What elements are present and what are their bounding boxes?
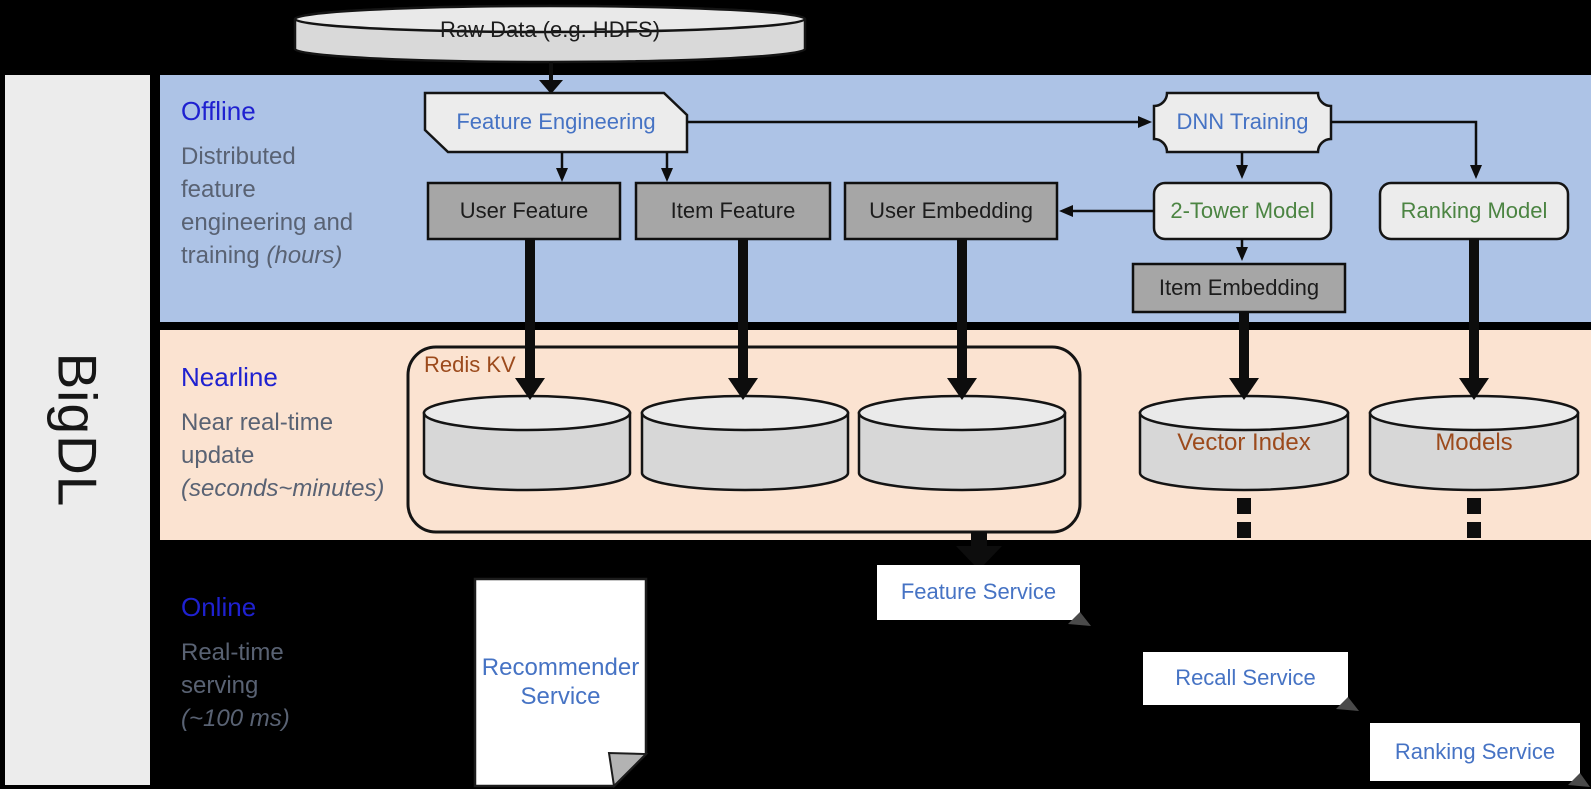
item-embedding-label: Item Embedding: [1158, 274, 1320, 300]
feature-engineering-shape: [423, 91, 689, 154]
feature-service-card: [877, 565, 1091, 626]
dnn-training-label: DNN Training: [1176, 109, 1309, 135]
user-embedding-label: User Embedding: [869, 197, 1033, 223]
raw-data-label: Raw Data (e.g. HDFS): [439, 16, 661, 42]
kv-cylinder-3: [857, 394, 1067, 492]
arrow-item-embedding-to-vector-index: [1229, 312, 1259, 400]
vector-index-label: Vector Index: [1177, 428, 1311, 456]
arrow-ranking-model-to-models: [1459, 239, 1489, 400]
offline-lane-description: Distributed feature engineering and trai…: [181, 143, 354, 269]
redis-kv-label: Redis KV: [424, 352, 516, 377]
user-feature-label: User Feature: [459, 197, 589, 223]
recall-service-card: [1143, 652, 1359, 711]
card-fold-corner: [1568, 773, 1590, 787]
arrow-user-feature-to-kv: [515, 239, 545, 400]
arrow-rawdata-to-feature-engineering: [539, 62, 563, 94]
recommender-service-document: [473, 577, 649, 789]
dnn-training-shape: [1152, 91, 1333, 154]
vector-index-dashed-connector: [1237, 498, 1251, 538]
feature-engineering-label: Feature Engineering: [456, 109, 656, 135]
recall-service-label: Recall Service: [1175, 665, 1316, 691]
arrow-kv-to-feature-service: [956, 532, 1002, 570]
ranking-model-label: Ranking Model: [1400, 197, 1548, 223]
nearline-lane-title: Nearline: [181, 362, 278, 392]
item-feature-box: [634, 181, 832, 241]
ranking-service-card: [1370, 723, 1590, 787]
item-embedding-box: [1131, 262, 1347, 314]
nearline-lane-description: Near real-time update (seconds~minutes): [181, 409, 385, 502]
document-fold-corner: [607, 751, 649, 789]
card-fold-corner: [1336, 697, 1359, 711]
two-tower-model-label: 2-Tower Model: [1170, 197, 1315, 223]
thick-pipeline-arrows: [515, 239, 1489, 400]
arrow-item-feature-to-kv: [728, 239, 758, 400]
models-label: Models: [1435, 428, 1513, 456]
ranking-service-label: Ranking Service: [1394, 738, 1556, 764]
models-cylinder: [1368, 394, 1580, 492]
offline-lane-title: Offline: [181, 96, 256, 126]
bigdl-sidebar: BigDL: [5, 75, 150, 785]
online-lane-description: Real-time serving (~100 ms): [181, 639, 290, 732]
user-embedding-box: [843, 181, 1059, 241]
raw-data-cylinder: [293, 4, 807, 64]
card-fold-corner: [1068, 612, 1091, 626]
kv-cylinder-1: [422, 394, 632, 492]
feature-service-label: Feature Service: [900, 579, 1057, 605]
kv-cylinder-2: [640, 394, 850, 492]
recommender-service-label: Recommender Service: [481, 653, 640, 710]
arrow-dnn-to-ranking-model: [1331, 120, 1482, 179]
online-lane-title: Online: [181, 592, 257, 622]
item-feature-label: Item Feature: [670, 197, 796, 223]
arrow-user-embedding-to-kv: [947, 239, 977, 400]
models-dashed-connector: [1467, 498, 1481, 538]
thin-connector-arrows: [556, 116, 1482, 261]
vector-index-cylinder: [1138, 394, 1350, 492]
user-feature-box: [426, 181, 622, 241]
